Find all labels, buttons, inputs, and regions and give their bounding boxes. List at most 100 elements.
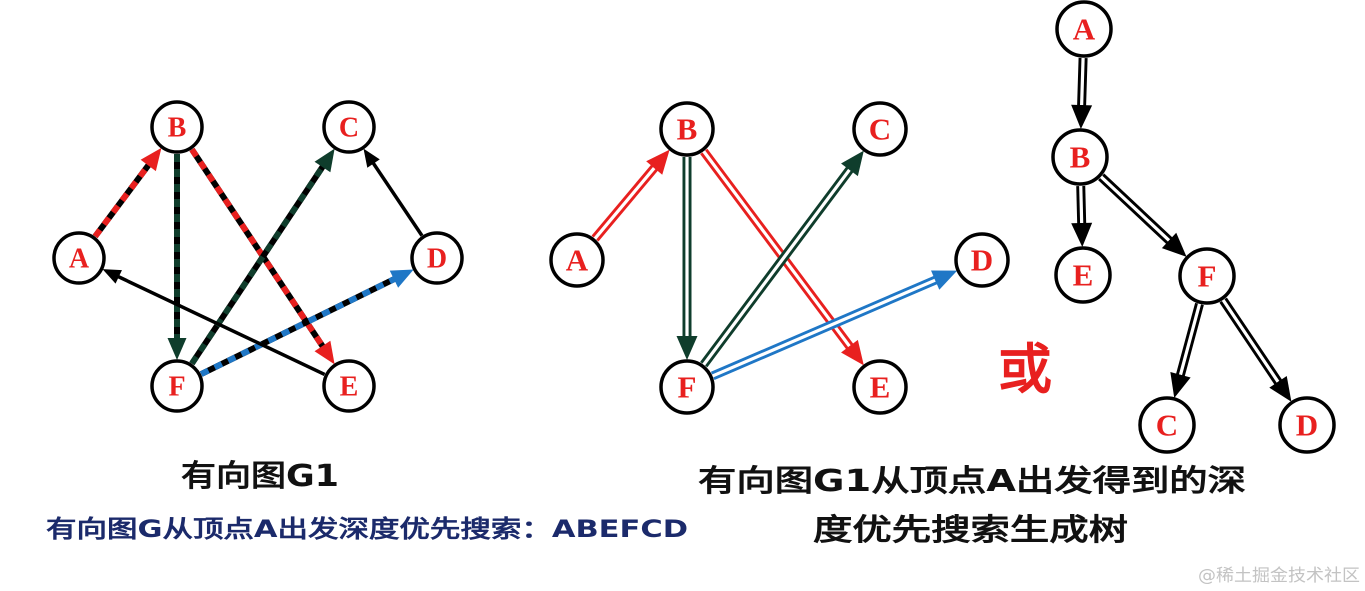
spanning-tree-node-A-circle <box>549 232 605 288</box>
g1-node-D-circle <box>410 231 464 285</box>
alternate-tree-node-B-circle <box>1051 128 1109 186</box>
g1-arrowhead-E-A <box>102 269 122 284</box>
alternate-tree-edge-A-B-gap <box>1080 56 1085 106</box>
spanning-tree-edge-B-F <box>676 156 698 360</box>
g1-graph: A B C D E F <box>52 100 464 413</box>
alternate-tree-node-A-circle <box>1055 0 1113 58</box>
spanning-tree-node-C: C <box>852 101 908 157</box>
alternate-tree-arrowhead-B-E <box>1071 222 1093 248</box>
alternate-tree-node-E-circle <box>1054 246 1112 304</box>
dfs-order-text: 有向图G从顶点A出发深度优先搜索：ABEFCD <box>46 515 688 543</box>
g1-edges <box>92 147 424 377</box>
spanning-tree-node-B-circle <box>659 101 715 157</box>
spanning-tree-caption-line2: 度优先搜索生成树 <box>813 513 1128 548</box>
spanning-tree-arrowhead-F-C <box>841 150 864 177</box>
alternate-tree-graph: A B E F C D <box>1051 0 1336 454</box>
spanning-tree-caption-line1: 有向图G1从顶点A出发得到的深 <box>698 464 1246 499</box>
spanning-tree-node-D-circle <box>954 232 1010 288</box>
g1-edge-F-D-dashes <box>199 275 398 377</box>
alternate-tree-edge-F-D-gap <box>1221 298 1280 383</box>
g1-arrowhead-F-C <box>314 148 335 173</box>
alternate-tree-node-D-label: D <box>1296 408 1318 443</box>
g1-arrowhead-B-F <box>167 338 187 360</box>
spanning-tree-nodes: A B C D E F <box>549 101 1010 415</box>
spanning-tree-arrowhead-A-B <box>646 149 670 175</box>
spanning-tree-arrowhead-B-F <box>676 336 698 360</box>
g1-arrowhead-B-E <box>314 340 335 365</box>
g1-node-D-label: D <box>427 244 447 275</box>
g1-edge-A-B-dashes <box>92 162 152 239</box>
alternate-tree-nodes: A B E F C D <box>1051 0 1336 454</box>
alternate-tree-node-C: C <box>1138 396 1196 454</box>
spanning-tree-node-E: E <box>852 359 908 415</box>
g1-edge-E-A <box>102 269 326 377</box>
spanning-tree-arrowhead-F-D <box>931 270 958 290</box>
g1-arrowhead-F-D <box>389 269 414 288</box>
alternate-tree-edge-F-C-gap <box>1178 302 1202 376</box>
g1-node-E-label: E <box>340 372 359 403</box>
spanning-tree-arrowhead-B-E <box>841 339 864 366</box>
g1-arrowhead-D-C <box>363 148 380 168</box>
spanning-tree-edge-F-D-gap <box>711 278 936 378</box>
alternate-tree-arrowhead-A-B <box>1071 104 1093 130</box>
spanning-tree-node-B: B <box>659 101 715 157</box>
alternate-tree-node-B: B <box>1051 128 1109 186</box>
alternate-tree-edge-B-F <box>1098 173 1187 257</box>
spanning-tree-edges <box>591 148 958 381</box>
g1-edge-A-B <box>92 147 162 239</box>
spanning-tree-node-A-label: A <box>566 243 589 278</box>
spanning-tree-node-E-label: E <box>870 370 891 405</box>
g1-edge-F-D <box>199 269 414 377</box>
g1-node-A-label: A <box>69 244 90 275</box>
watermark: @稀土掘金技术社区 <box>1198 566 1360 586</box>
alternate-tree-node-D: D <box>1278 396 1336 454</box>
spanning-tree-node-C-label: C <box>869 112 891 147</box>
alternate-tree-node-F-circle <box>1178 247 1236 305</box>
alternate-tree-edge-F-C <box>1170 302 1204 398</box>
spanning-tree-edge-F-C-gap <box>701 168 851 367</box>
g1-edge-B-E <box>189 147 335 365</box>
spanning-tree-edge-B-E <box>700 148 864 366</box>
g1-node-A-circle <box>52 231 106 285</box>
spanning-tree-node-D-label: D <box>971 243 993 278</box>
alternate-tree-edge-A-B <box>1071 56 1093 130</box>
g1-node-B: B <box>150 100 204 154</box>
g1-node-C-circle <box>322 100 376 154</box>
g1-node-C: C <box>322 100 376 154</box>
g1-node-F: F <box>150 359 204 413</box>
alternate-tree-edges <box>1071 56 1292 402</box>
alternate-tree-edge-B-E <box>1071 184 1093 248</box>
spanning-tree-graph: A B C D E F <box>549 101 1010 415</box>
alternate-tree-edge-F-D <box>1219 297 1292 402</box>
g1-node-D: D <box>410 231 464 285</box>
graph-g1-caption: 有向图G1 <box>181 459 339 494</box>
g1-edge-F-C <box>189 148 335 366</box>
g1-nodes: A B C D E F <box>52 100 464 413</box>
g1-node-E: E <box>322 359 376 413</box>
spanning-tree-node-E-circle <box>852 359 908 415</box>
alternate-tree-node-C-label: C <box>1156 408 1178 443</box>
g1-edge-F-C-dashes <box>189 163 327 366</box>
g1-edge-B-F <box>167 154 187 360</box>
spanning-tree-edge-F-C <box>700 150 864 368</box>
spanning-tree-node-B-label: B <box>677 112 698 147</box>
alternate-tree-arrowhead-B-F <box>1161 232 1187 257</box>
spanning-tree-node-C-circle <box>852 101 908 157</box>
or-label: 或 <box>998 337 1052 401</box>
alternate-tree-node-E: E <box>1054 246 1112 304</box>
alternate-tree-node-A-label: A <box>1073 12 1096 47</box>
alternate-tree-arrowhead-F-D <box>1269 375 1292 402</box>
spanning-tree-edge-B-E-gap <box>701 149 851 348</box>
g1-edge-D-C <box>363 148 424 237</box>
alternate-tree-arrowhead-F-C <box>1170 372 1191 398</box>
spanning-tree-node-F: F <box>659 359 715 415</box>
g1-edge-B-E-dashes <box>189 147 327 350</box>
alternate-tree-node-C-circle <box>1138 396 1196 454</box>
g1-node-B-label: B <box>168 113 187 144</box>
g1-node-A: A <box>52 231 106 285</box>
g1-edge-D-C-line <box>370 160 424 237</box>
spanning-tree-edge-A-B-gap <box>593 167 656 241</box>
g1-node-F-label: F <box>168 372 185 403</box>
alternate-tree-node-F: F <box>1178 247 1236 305</box>
